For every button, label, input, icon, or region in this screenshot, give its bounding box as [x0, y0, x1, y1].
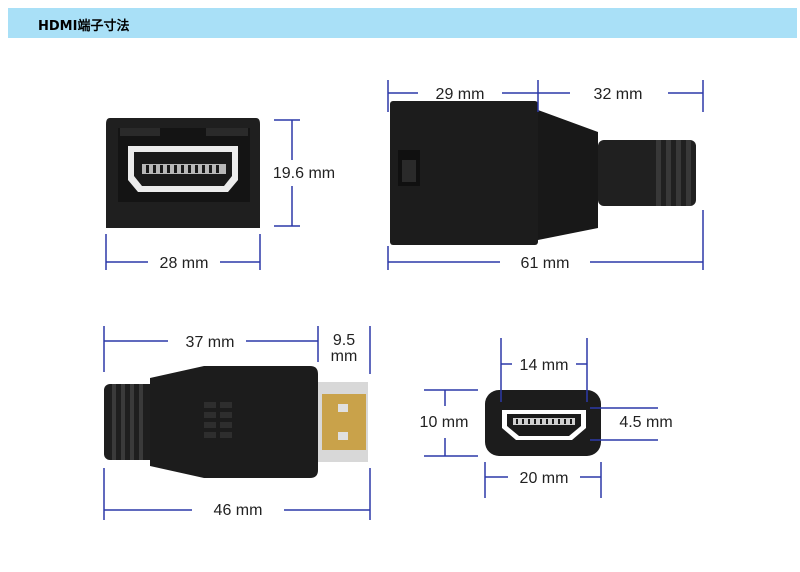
face-height-label: 10 mm [420, 414, 469, 431]
header-bar: HDMI端子寸法 [8, 8, 797, 38]
side-neck-length-label: 32 mm [594, 86, 643, 103]
plug-tip-unit-label: mm [331, 348, 358, 365]
face-opening-width-dimension: 14 mm [500, 338, 588, 402]
plug-tip-length-label: 9.5 [333, 332, 355, 349]
plug-total-length-label: 46 mm [214, 502, 263, 519]
connector-side-view [390, 101, 696, 245]
plug-total-dimension: 46 mm [103, 468, 371, 520]
plug-top-view [104, 366, 368, 478]
receptacle-width-label: 28 mm [160, 255, 209, 272]
side-body-length-label: 29 mm [436, 86, 485, 103]
face-width-dimension: 20 mm [484, 462, 602, 498]
face-opening-height-label: 4.5 mm [619, 414, 672, 431]
face-opening-height-dimension: 4.5 mm [590, 407, 673, 441]
page-title: HDMI端子寸法 [38, 19, 130, 34]
receptacle-height-dimension: 19.6 mm [273, 119, 335, 227]
side-total-dimension: 61 mm [387, 210, 704, 272]
receptacle-height-label: 19.6 mm [273, 165, 335, 182]
receptacle-front-view [106, 118, 260, 228]
plug-top-dimension: 37 mm 9.5 mm [103, 326, 371, 374]
face-opening-width-label: 14 mm [520, 357, 569, 374]
side-top-dimension: 29 mm 32 mm [387, 80, 704, 112]
side-total-length-label: 61 mm [521, 255, 570, 272]
receptacle-width-dimension: 28 mm [105, 234, 261, 272]
face-height-dimension: 10 mm [420, 389, 478, 457]
plug-body-length-label: 37 mm [186, 334, 235, 351]
face-width-label: 20 mm [520, 470, 569, 487]
plug-face-view [485, 390, 601, 456]
